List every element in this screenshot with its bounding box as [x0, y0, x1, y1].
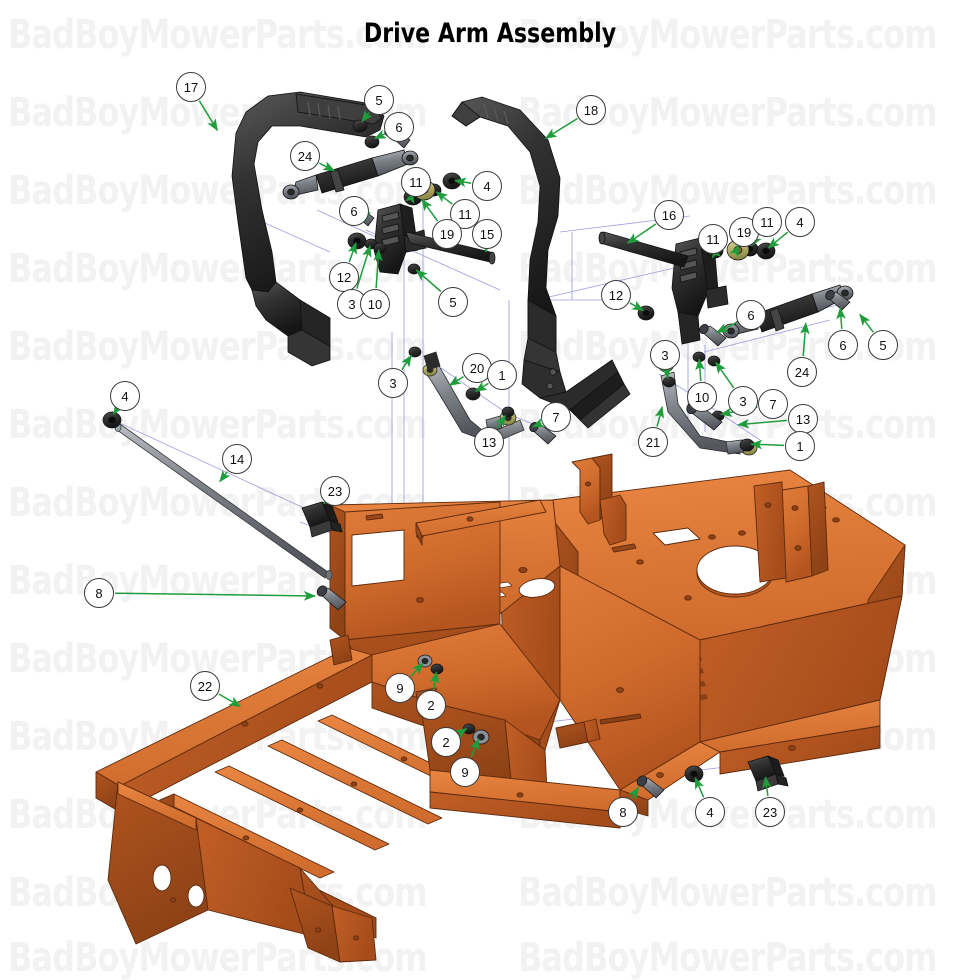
- leader-line-23: [323, 492, 335, 505]
- leader-line-4: [694, 776, 705, 798]
- leader-line-9: [410, 662, 424, 677]
- callout-balloon-24[interactable]: 24: [290, 141, 320, 171]
- leader-line-10: [373, 249, 383, 289]
- callout-balloon-15[interactable]: 15: [472, 219, 502, 249]
- callout-balloon-23[interactable]: 23: [755, 797, 785, 827]
- callout-balloon-10[interactable]: 10: [360, 289, 390, 319]
- leader-line-3: [356, 245, 372, 289]
- leader-line-10: [695, 358, 705, 382]
- callout-balloon-2[interactable]: 2: [416, 690, 446, 720]
- callout-balloon-6[interactable]: 6: [736, 300, 766, 330]
- leader-line-11: [435, 191, 453, 205]
- leader-line-5: [859, 313, 874, 333]
- callout-balloon-7[interactable]: 7: [758, 389, 788, 419]
- leader-line-12: [629, 300, 645, 312]
- callout-balloon-3[interactable]: 3: [728, 386, 758, 416]
- leader-line-1: [474, 381, 489, 393]
- callout-balloon-18[interactable]: 18: [576, 95, 606, 125]
- callout-balloon-5[interactable]: 5: [438, 287, 468, 317]
- callout-balloon-4[interactable]: 4: [110, 381, 140, 411]
- leader-line-3: [715, 361, 735, 389]
- leader-line-13: [737, 418, 788, 429]
- callout-balloon-4[interactable]: 4: [695, 797, 725, 827]
- leader-line-21: [654, 406, 665, 427]
- leader-line-12: [347, 241, 357, 263]
- callout-balloon-24[interactable]: 24: [787, 357, 817, 387]
- leader-line-3: [401, 354, 412, 371]
- callout-balloon-21[interactable]: 21: [638, 427, 668, 457]
- callout-balloon-22[interactable]: 22: [190, 671, 220, 701]
- leader-line-7: [531, 418, 545, 428]
- callout-balloon-3[interactable]: 3: [378, 368, 408, 398]
- leader-line-22: [218, 693, 242, 708]
- leader-line-24: [800, 322, 810, 357]
- leader-line-5: [415, 269, 442, 293]
- leader-line-23: [762, 776, 772, 797]
- leader-line-13: [495, 414, 507, 429]
- leader-line-18: [544, 117, 578, 140]
- callout-balloon-1[interactable]: 1: [487, 360, 517, 390]
- page-title: Drive Arm Assembly: [363, 18, 617, 49]
- callout-balloon-8[interactable]: 8: [84, 578, 114, 608]
- callout-balloon-19[interactable]: 19: [432, 219, 462, 249]
- callout-balloon-2[interactable]: 2: [431, 727, 461, 757]
- leader-line-6: [373, 129, 387, 140]
- callout-balloon-6[interactable]: 6: [384, 112, 414, 142]
- callout-balloon-11[interactable]: 11: [698, 224, 728, 254]
- callout-balloon-23[interactable]: 23: [320, 476, 350, 506]
- leader-line-2: [454, 727, 468, 739]
- damper-left: [282, 149, 419, 200]
- callout-balloon-3[interactable]: 3: [650, 340, 680, 370]
- leader-line-24: [318, 161, 336, 172]
- callout-balloon-17[interactable]: 17: [176, 72, 206, 102]
- main-frame-chassis: [95, 453, 906, 963]
- control-rod: [114, 422, 333, 580]
- callout-balloon-9[interactable]: 9: [385, 673, 415, 703]
- callout-balloon-9[interactable]: 9: [450, 757, 480, 787]
- leader-line-20: [448, 375, 464, 387]
- callout-balloon-5[interactable]: 5: [868, 330, 898, 360]
- callout-balloon-8[interactable]: 8: [608, 797, 638, 827]
- leader-line-9: [470, 737, 480, 758]
- callout-balloon-5[interactable]: 5: [364, 85, 394, 115]
- callout-balloon-4[interactable]: 4: [785, 207, 815, 237]
- leader-line-6: [836, 307, 846, 330]
- callout-balloon-7[interactable]: 7: [541, 402, 571, 432]
- callout-balloon-11[interactable]: 11: [401, 167, 431, 197]
- callout-balloon-6[interactable]: 6: [339, 196, 369, 226]
- callout-balloon-12[interactable]: 12: [329, 262, 359, 292]
- leader-line-6: [715, 321, 738, 334]
- leader-line-14: [219, 469, 231, 483]
- leader-line-8: [628, 786, 640, 800]
- leader-line-3: [661, 366, 672, 379]
- leader-line-2: [429, 671, 440, 690]
- callout-balloon-4[interactable]: 4: [472, 171, 502, 201]
- callout-balloon-12[interactable]: 12: [601, 280, 631, 310]
- callout-balloon-16[interactable]: 16: [654, 200, 684, 230]
- leader-line-16: [626, 223, 657, 244]
- pivot-tube-right: [598, 231, 689, 268]
- leader-line-5: [361, 109, 373, 123]
- callout-balloon-14[interactable]: 14: [222, 444, 252, 474]
- callout-balloon-13[interactable]: 13: [474, 427, 504, 457]
- callout-balloon-13[interactable]: 13: [788, 404, 818, 434]
- callout-balloon-1[interactable]: 1: [785, 431, 815, 461]
- leader-line-1: [750, 439, 785, 450]
- control-lever-left: [231, 91, 385, 367]
- leader-line-4: [112, 402, 124, 416]
- leader-line-4: [767, 231, 789, 249]
- clamp-bracket-left: [301, 501, 343, 538]
- callout-balloon-11[interactable]: 11: [752, 207, 782, 237]
- leader-line-17: [198, 100, 219, 132]
- leader-line-4: [454, 177, 472, 188]
- callout-balloon-10[interactable]: 10: [687, 382, 717, 412]
- leader-line-8: [114, 591, 316, 601]
- leader-line-19: [421, 198, 439, 222]
- callout-balloon-6[interactable]: 6: [828, 330, 858, 360]
